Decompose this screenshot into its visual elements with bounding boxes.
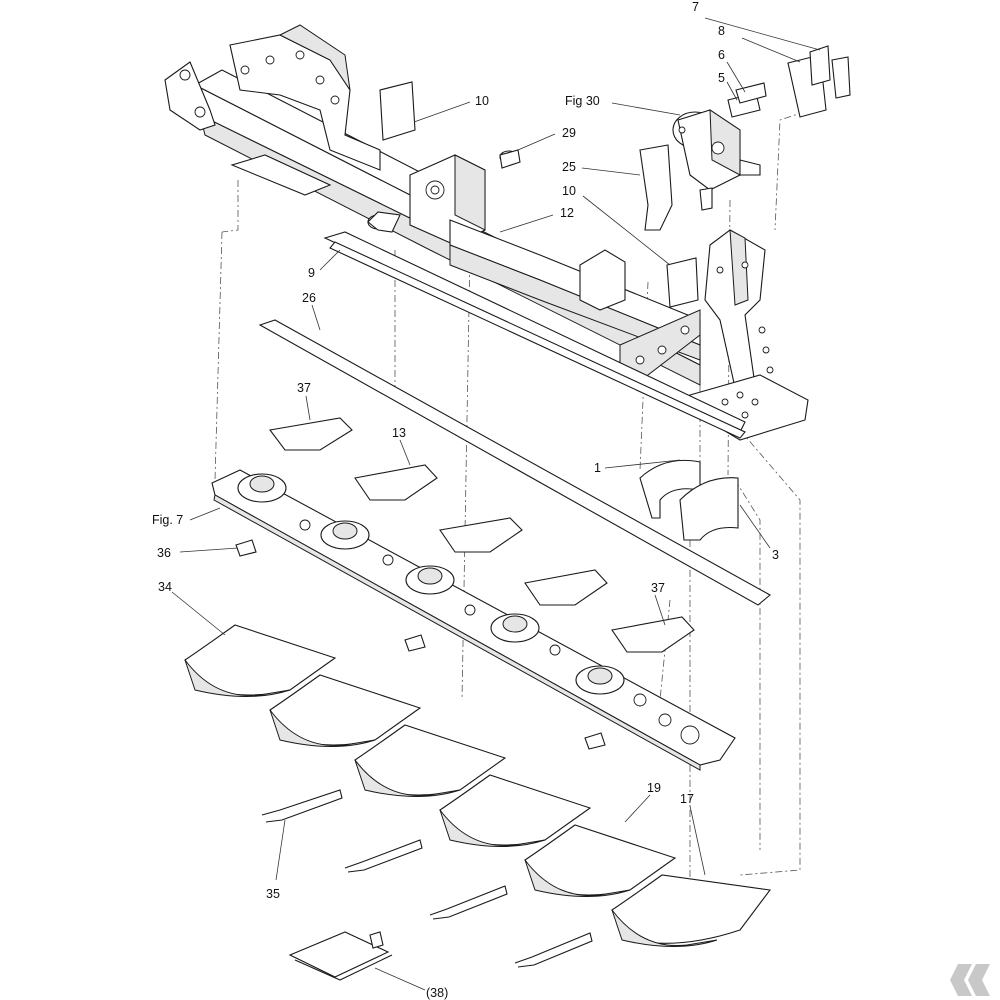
guard-parts — [639, 459, 739, 541]
callout-34: 34 — [158, 580, 172, 594]
callout-29: 29 — [562, 126, 576, 140]
leader-lines — [171, 17, 821, 991]
cutter-bar-strips — [258, 231, 771, 606]
callout-7: 7 — [692, 0, 699, 14]
callout-38: (38) — [426, 986, 448, 1000]
callout-5: 5 — [718, 71, 725, 85]
disc-bearing — [320, 520, 370, 550]
callout-35: 35 — [266, 887, 280, 901]
callout-labels: 7 8 6 5 Fig 30 10 29 25 10 12 9 26 37 13… — [152, 0, 779, 1000]
disc-bearing — [490, 613, 540, 643]
small-clips — [235, 539, 606, 750]
disc-skid — [439, 774, 592, 847]
disc-bearing — [575, 665, 625, 695]
callout-fig-7: Fig. 7 — [152, 513, 183, 527]
disc-skid — [184, 624, 337, 697]
callout-37: 37 — [297, 381, 311, 395]
spring-strips — [261, 789, 593, 968]
callout-36: 36 — [157, 546, 171, 560]
cutting-discs — [184, 624, 771, 947]
callout-26: 26 — [302, 291, 316, 305]
kramp-k-logo-icon — [950, 964, 990, 996]
callout-25: 25 — [562, 160, 576, 174]
disc-bearing — [405, 565, 455, 595]
callout-19: 19 — [647, 781, 661, 795]
gearbox-assembly — [639, 45, 851, 231]
callout-10-second: 10 — [562, 184, 576, 198]
disc-bearing — [237, 473, 287, 503]
disc-skid — [524, 824, 677, 897]
callout-fig-30: Fig 30 — [565, 94, 600, 108]
disc-skid — [269, 674, 422, 747]
tray-part-38 — [288, 931, 393, 981]
small-parts-upper — [379, 81, 699, 308]
callout-37-second: 37 — [651, 581, 665, 595]
callout-13: 13 — [392, 426, 406, 440]
callout-8: 8 — [718, 24, 725, 38]
callout-6: 6 — [718, 48, 725, 62]
disc-skid — [354, 724, 507, 797]
callout-3: 3 — [772, 548, 779, 562]
disc-skid — [611, 874, 771, 947]
callout-1: 1 — [594, 461, 601, 475]
cutter-bar-fig7 — [211, 469, 736, 771]
callout-9: 9 — [308, 266, 315, 280]
main-frame-assembly — [164, 24, 701, 386]
callout-10: 10 — [475, 94, 489, 108]
callout-17: 17 — [680, 792, 694, 806]
clamp-plates — [269, 417, 695, 653]
callout-12: 12 — [560, 206, 574, 220]
